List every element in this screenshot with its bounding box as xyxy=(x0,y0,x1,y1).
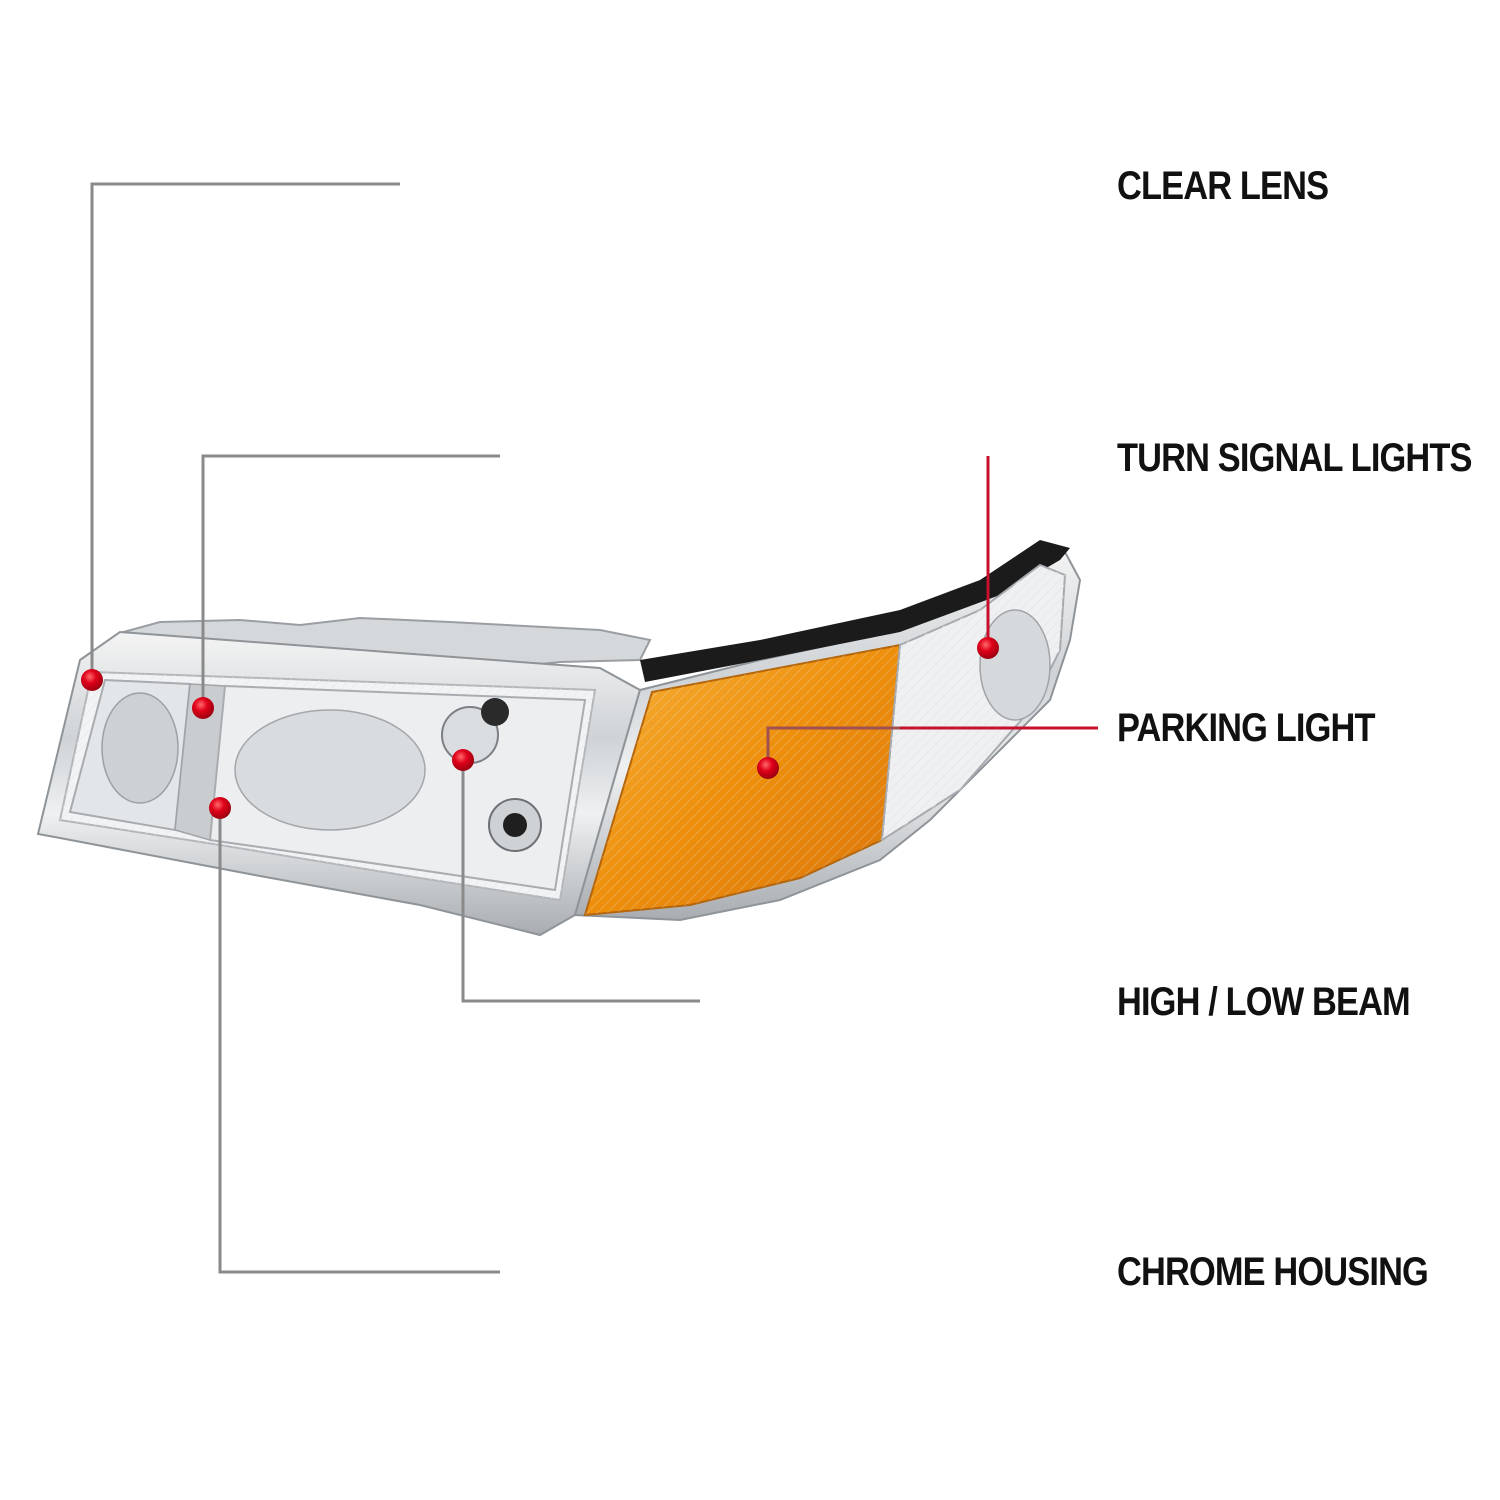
marker-dot-chrome-housing xyxy=(209,797,231,819)
leader-high-low-beam xyxy=(461,760,700,1003)
label-turn-signal-lights: TURN SIGNAL LIGHTS xyxy=(1117,436,1473,480)
label-parking-light: PARKING LIGHT xyxy=(1117,706,1375,750)
label-high-low-beam: HIGH / LOW BEAM xyxy=(1117,980,1411,1024)
leader-chrome-housing xyxy=(218,808,500,1274)
headlight-assembly xyxy=(36,540,1082,937)
marker-dots xyxy=(81,637,999,819)
label-chrome-housing: CHROME HOUSING xyxy=(1117,1250,1429,1294)
marker-dot-parking-light xyxy=(757,757,779,779)
leader-parking-light xyxy=(766,726,900,768)
top-seal xyxy=(640,540,1070,682)
label-clear-lens: CLEAR LENS xyxy=(1117,164,1329,208)
marker-dot-turn-signal-left xyxy=(192,697,214,719)
leader-turn-signal xyxy=(201,454,500,708)
marker-dot-turn-signal-right xyxy=(977,637,999,659)
leader-lines xyxy=(90,182,1098,1274)
marker-dot-high-low-beam xyxy=(452,749,474,771)
marker-dot-clear-lens xyxy=(81,669,103,691)
leader-clear-lens xyxy=(90,182,400,680)
